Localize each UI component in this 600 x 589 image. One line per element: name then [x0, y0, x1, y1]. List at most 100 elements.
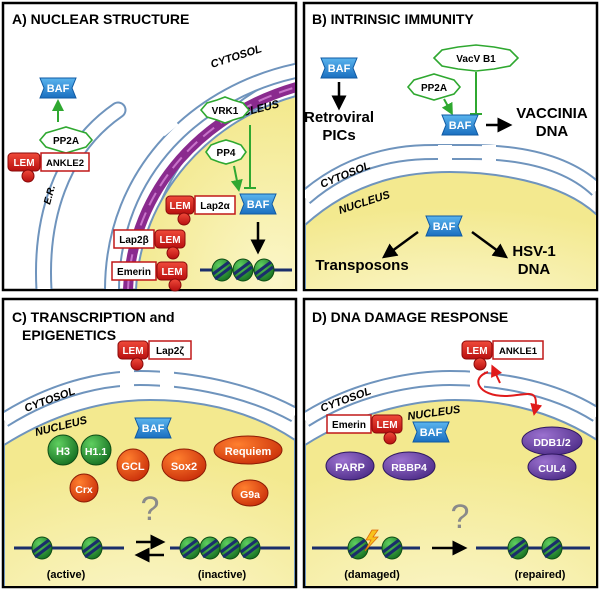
damaged-label: (damaged): [344, 569, 400, 581]
repaired-label: (repaired): [515, 569, 566, 581]
ddb-label: DDB1/2: [533, 437, 571, 449]
baf-protein-a: BAF: [39, 77, 77, 99]
histone-h3: H3: [47, 434, 79, 466]
baf-hsv-arrow: [471, 230, 509, 259]
h3-label: H3: [56, 446, 70, 458]
active-label: (active): [47, 569, 86, 581]
panel-a-title: A) NUCLEAR STRUCTURE: [12, 11, 189, 27]
er-label: E.R.: [42, 184, 58, 206]
lap2b-lem: Lap2β LEM: [113, 229, 186, 260]
hsv1-label: HSV-1: [512, 243, 555, 260]
ankle1-label: ANKLE1: [499, 346, 538, 357]
lem-emerin-d-label: LEM: [376, 420, 397, 431]
emerin-d-label: Emerin: [332, 420, 366, 431]
pp4-activation-arrow: [230, 165, 243, 192]
baf-protein-b2: BAF: [441, 114, 479, 136]
ankle1-return-arrow: [491, 364, 502, 384]
baf-b3-label: BAF: [433, 221, 456, 233]
baf-protein-d: BAF: [412, 421, 450, 443]
g9a-label: G9a: [240, 489, 260, 501]
vrk1-inhibition-line: [244, 125, 256, 189]
cul4-protein: CUL4: [527, 453, 577, 481]
panel-d: D) DNA DAMAGE RESPONSE LEM ANKLE1 CYTOSO…: [302, 297, 599, 589]
panel-c-title-1: C) TRANSCRIPTION and: [12, 309, 175, 325]
requiem-factor: Requiem: [213, 435, 283, 465]
panel-a: A) NUCLEAR STRUCTURE CYTOSOL NUCLEUS LAM…: [1, 1, 298, 292]
hsv1-dna-label: DNA: [518, 261, 551, 278]
baf-b1-label: BAF: [328, 63, 351, 75]
gcl-label: GCL: [121, 461, 145, 473]
lem-lap2a: LEM Lap2α: [165, 195, 236, 226]
gcl-factor: GCL: [116, 448, 150, 482]
panel-b: B) INTRINSIC IMMUNITY BAF Retroviral PIC…: [302, 1, 599, 292]
lap2z-label: Lap2ζ: [156, 346, 184, 357]
lap2a-label: Lap2α: [200, 201, 230, 212]
sox2-label: Sox2: [171, 461, 197, 473]
pp2a-label: PP2A: [53, 136, 79, 147]
pp2a-phosphatase-b: PP2A: [406, 73, 462, 101]
parp-protein: PARP: [325, 451, 375, 481]
transposons-label: Transposons: [315, 257, 408, 274]
lem-lap2b-label: LEM: [159, 235, 180, 246]
panel-d-title: D) DNA DAMAGE RESPONSE: [312, 309, 508, 325]
emerin-lem-a: Emerin LEM: [111, 261, 188, 292]
requiem-label: Requiem: [225, 446, 272, 458]
panel-b-title: B) INTRINSIC IMMUNITY: [312, 11, 474, 27]
pp2a-phosphatase-a: PP2A: [38, 126, 94, 154]
baf-protein-b1: BAF: [320, 57, 358, 79]
chromatin-active: [14, 535, 124, 561]
chromatin-damaged: [312, 529, 420, 561]
lem-label: LEM: [13, 158, 34, 169]
lem-ankle1: LEM ANKLE1: [461, 340, 544, 371]
vrk1-kinase: VRK1: [199, 96, 251, 124]
pp4-phosphatase: PP4: [205, 139, 247, 165]
pp4-label: PP4: [217, 148, 236, 159]
parp-label: PARP: [335, 462, 365, 474]
baf-transposons-arrow: [381, 230, 419, 259]
vaccinia-label: VACCINIA: [516, 105, 588, 122]
crx-factor: Crx: [69, 473, 99, 503]
question-mark-c: ?: [141, 490, 160, 528]
pp2a-b-activation-arrow: [441, 98, 453, 116]
baf-protein-b3: BAF: [425, 215, 463, 237]
pp2a-b-label: PP2A: [421, 83, 447, 94]
g9a-factor: G9a: [231, 479, 269, 507]
histone-h11: H1.1: [80, 434, 112, 466]
lightning-icon: [364, 529, 379, 552]
pics-label: PICs: [322, 127, 355, 144]
vaccinia-dna-label: DNA: [536, 123, 569, 140]
lem-lap2a-label: LEM: [169, 201, 190, 212]
vacv-b1-kinase: VacV B1: [432, 44, 520, 72]
ddb-protein: DDB1/2: [521, 426, 583, 456]
cul4-label: CUL4: [538, 463, 566, 475]
baf-b2-label: BAF: [449, 120, 472, 132]
lem-lap2z: LEM Lap2ζ: [117, 340, 192, 371]
lem-c-label: LEM: [122, 346, 143, 357]
crx-label: Crx: [75, 484, 93, 496]
lap2b-label: Lap2β: [119, 235, 148, 246]
chromatin-a: [200, 257, 292, 283]
ankle2-label: ANKLE2: [46, 158, 84, 169]
chromatin-repaired: [476, 535, 590, 561]
lem-emerin-label-a: LEM: [161, 267, 182, 278]
panel-c: C) TRANSCRIPTION and EPIGENETICS LEM Lap…: [1, 297, 298, 589]
emerin-label-a: Emerin: [117, 267, 151, 278]
sox2-factor: Sox2: [161, 448, 207, 482]
ankle1-translocation-arrow: [477, 371, 543, 416]
vacv-b1-label: VacV B1: [456, 54, 496, 65]
baf-d-label: BAF: [420, 427, 443, 439]
chromatin-inactive: [170, 535, 290, 561]
rbbp4-protein: RBBP4: [382, 451, 436, 481]
lem-d-label: LEM: [466, 346, 487, 357]
vrk1-label: VRK1: [212, 106, 239, 117]
baf-protein-nuclear: BAF: [239, 193, 277, 215]
panel-c-title-2: EPIGENETICS: [22, 327, 116, 343]
inactive-label: (inactive): [198, 569, 247, 581]
baf-c-label: BAF: [142, 423, 165, 435]
baf-label: BAF: [47, 83, 70, 95]
lem-ankle2: LEM ANKLE2: [7, 152, 90, 183]
baf-protein-c: BAF: [134, 417, 172, 439]
retroviral-label: Retroviral: [304, 109, 374, 126]
baf-nuclear-label: BAF: [247, 199, 270, 211]
